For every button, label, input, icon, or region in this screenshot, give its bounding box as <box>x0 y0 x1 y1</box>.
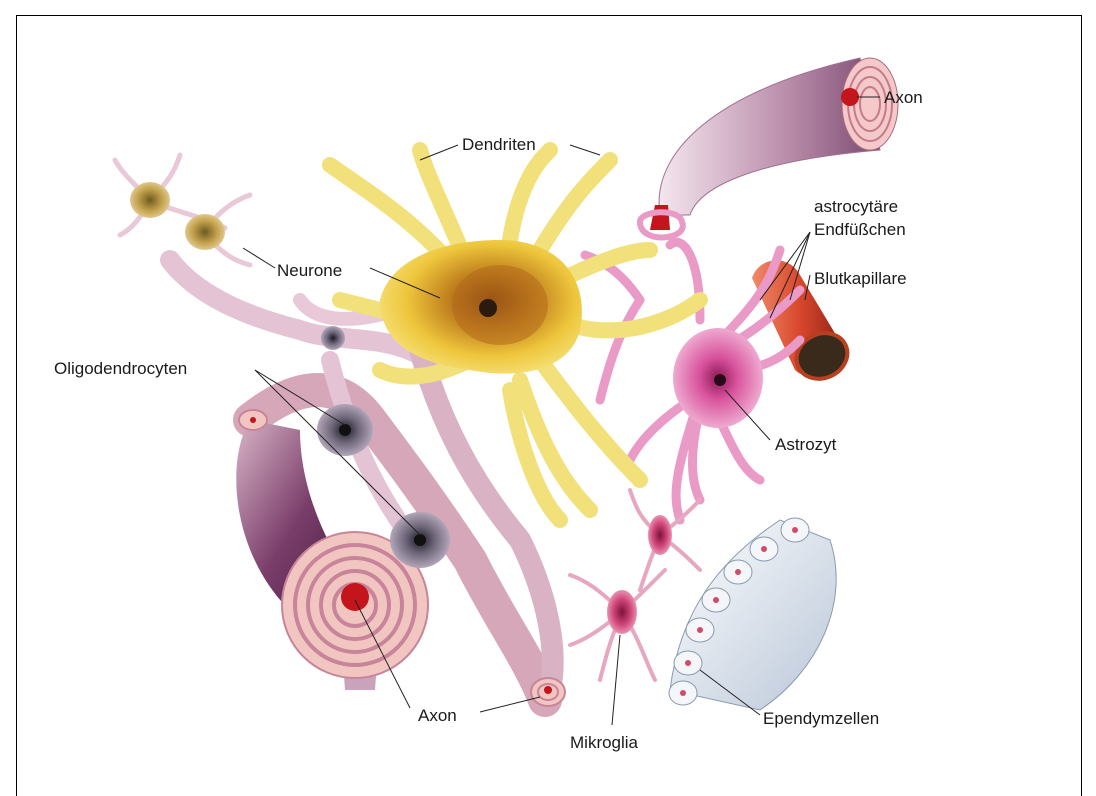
label-mikroglia: Mikroglia <box>570 734 638 751</box>
label-astrocytaere: astrocytäre <box>814 198 898 215</box>
label-endfuesschen: Endfüßchen <box>814 221 906 238</box>
label-axon-bottom: Axon <box>418 707 457 724</box>
label-blutkapillare: Blutkapillare <box>814 270 907 287</box>
ependymal-cells <box>669 518 836 710</box>
label-astrozyt: Astrozyt <box>775 436 836 453</box>
label-ependymzellen: Ependymzellen <box>763 710 879 727</box>
label-oligodendrocyten: Oligodendrocyten <box>54 360 187 377</box>
label-axon-top: Axon <box>884 89 923 106</box>
label-dendriten: Dendriten <box>462 136 536 153</box>
astrocyte <box>585 242 800 520</box>
small-neurons <box>115 155 250 265</box>
label-neurone: Neurone <box>277 262 342 279</box>
